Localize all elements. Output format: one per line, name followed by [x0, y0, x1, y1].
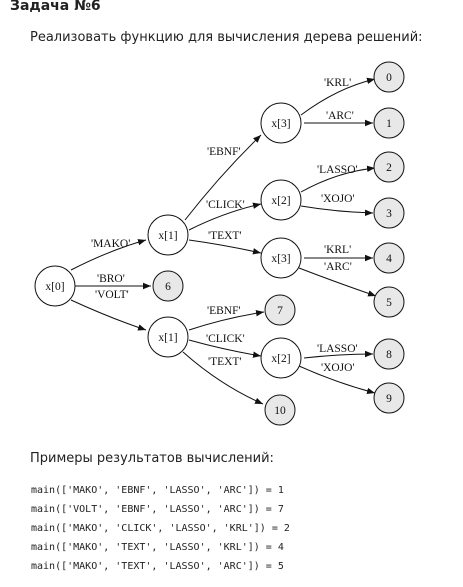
- edge-label-lasso-mid: 'LASSO': [317, 164, 358, 176]
- edge-label-volt: 'VOLT': [95, 289, 129, 301]
- leaf-6: 6: [152, 270, 184, 302]
- node-text: x[3]: [260, 237, 302, 279]
- edge-mako-click: [188, 202, 262, 231]
- edge-click2-r9: [298, 365, 376, 395]
- leaf-label-0: 0: [386, 72, 392, 84]
- leaf-label-3: 3: [386, 208, 392, 220]
- leaf-8: 8: [373, 338, 405, 370]
- leaf-label-10: 10: [274, 405, 286, 417]
- node-volt-click: x[2]: [260, 337, 302, 379]
- edge-label-bro: 'BRO': [97, 273, 125, 285]
- node-label-volt: x[1]: [158, 332, 177, 344]
- edge-label-mako: 'MAKO': [91, 238, 130, 250]
- leaf-label-6: 6: [165, 281, 171, 293]
- task-title: Задача №6: [10, 0, 101, 14]
- decision-tree-diagram: 'MAKO' 'BRO' 'VOLT' 'EBNF' 'CLICK' 'TEXT…: [34, 61, 405, 426]
- leaf-0: 0: [373, 61, 405, 93]
- node-ebnf: x[3]: [260, 102, 302, 144]
- leaf-label-8: 8: [386, 349, 392, 361]
- leaf-5: 5: [373, 286, 405, 318]
- leaf-label-5: 5: [386, 297, 392, 309]
- edge-root-mako: [70, 239, 147, 271]
- edge-label-xojo-low: 'XOJO': [321, 362, 355, 374]
- node-mako: x[1]: [147, 214, 189, 256]
- leaf-7: 7: [264, 294, 296, 326]
- edge-volt-click2: [188, 339, 262, 358]
- leaf-3: 3: [373, 197, 405, 229]
- leaf-4: 4: [373, 242, 405, 274]
- edge-label-krl-bottom: 'KRL': [324, 244, 351, 256]
- edge-volt-r7: [188, 310, 265, 331]
- node-click: x[2]: [260, 179, 302, 221]
- edge-label-click: 'CLICK': [206, 199, 245, 211]
- leaf-label-2: 2: [386, 162, 392, 174]
- tree-nodes: x[0] x[1] x[1] x[3] x[2] x[3] x[2] 6: [34, 61, 405, 426]
- example-line: main(['MAKO', 'CLICK', 'LASSO', 'KRL']) …: [31, 523, 290, 534]
- edge-label-volt-click: 'CLICK': [206, 333, 245, 345]
- node-label-volt-click: x[2]: [271, 353, 290, 365]
- tree-edges: [70, 77, 377, 405]
- edge-volt-r10: [182, 351, 264, 405]
- examples-list: main(['MAKO', 'EBNF', 'LASSO', 'ARC']) =…: [31, 481, 290, 576]
- node-label-text: x[3]: [271, 253, 290, 265]
- edge-click2-r8: [303, 350, 374, 359]
- results-heading: Примеры результатов вычислений:: [30, 451, 274, 466]
- edge-root-volt: [70, 299, 147, 331]
- leaf-label-1: 1: [386, 118, 392, 130]
- leaf-1: 1: [373, 107, 405, 139]
- leaf-label-4: 4: [386, 253, 392, 265]
- edge-label-text: 'TEXT': [208, 230, 242, 242]
- node-label-mako: x[1]: [158, 230, 177, 242]
- leaf-9: 9: [373, 382, 405, 414]
- edge-label-xojo-mid: 'XOJO': [321, 193, 355, 205]
- task-description: Реализовать функцию для вычисления дерев…: [30, 30, 423, 45]
- edge-label-lasso-low: 'LASSO': [317, 343, 358, 355]
- edge-label-ebnf: 'EBNF': [207, 146, 241, 158]
- edge-labels: 'MAKO' 'BRO' 'VOLT' 'EBNF' 'CLICK' 'TEXT…: [91, 77, 358, 374]
- edge-label-arc-bottom: 'ARC': [324, 261, 352, 273]
- example-line: main(['MAKO', 'EBNF', 'LASSO', 'ARC']) =…: [31, 485, 284, 496]
- example-line: main(['VOLT', 'EBNF', 'LASSO', 'ARC']) =…: [31, 504, 284, 515]
- leaf-10: 10: [264, 394, 296, 426]
- edge-label-volt-ebnf: 'EBNF': [207, 305, 241, 317]
- example-line: main(['MAKO', 'TEXT', 'LASSO', 'ARC']) =…: [31, 561, 284, 572]
- node-root: x[0]: [34, 265, 76, 307]
- edge-label-arc-top: 'ARC': [326, 110, 354, 122]
- node-label-ebnf: x[3]: [271, 118, 290, 130]
- leaf-label-9: 9: [386, 393, 392, 405]
- edge-ebnf-r0: [300, 77, 376, 116]
- leaf-label-7: 7: [277, 305, 283, 317]
- edge-label-krl-top: 'KRL': [324, 77, 351, 89]
- edge-label-volt-text: 'TEXT': [208, 356, 242, 368]
- example-line: main(['MAKO', 'TEXT', 'LASSO', 'KRL']) =…: [31, 542, 284, 553]
- edge-mako-text: [188, 239, 262, 255]
- edge-click-r3: [300, 205, 374, 216]
- edge-click-r2: [300, 165, 376, 193]
- node-label-click: x[2]: [271, 195, 290, 207]
- node-label-root: x[0]: [45, 281, 64, 293]
- edge-text-r5: [298, 267, 377, 297]
- node-volt: x[1]: [147, 316, 189, 358]
- edge-mako-ebnf: [184, 134, 262, 221]
- leaf-2: 2: [373, 151, 405, 183]
